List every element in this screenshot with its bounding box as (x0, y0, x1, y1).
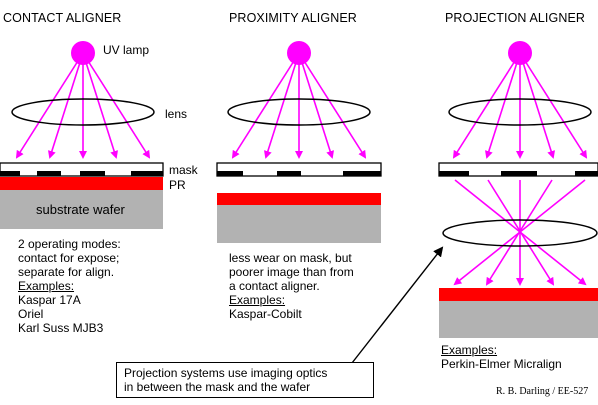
contact-rays (15, 52, 151, 159)
contact-example: Kaspar 17A (18, 293, 81, 307)
projection-rays-lower (453, 179, 587, 286)
contact-mask (0, 162, 164, 177)
proximity-aligner-title: PROXIMITY ALIGNER (229, 11, 357, 25)
contact-aligner (0, 41, 164, 229)
substrate-wafer-label: substrate wafer (36, 202, 125, 217)
contact-wafer (0, 190, 163, 229)
lens-icon (227, 98, 371, 126)
mask-label: mask (169, 163, 198, 177)
uv-lamp-icon (287, 41, 311, 65)
callout-line: Projection systems use imaging optics (124, 366, 328, 380)
proximity-examples-label: Examples: (229, 293, 286, 307)
lens-icon (11, 98, 155, 126)
contact-desc-line: contact for expose; (18, 251, 120, 265)
projection-lens-icon (442, 219, 598, 247)
contact-photoresist (0, 177, 163, 190)
callout-line: in between the mask and the wafer (124, 380, 311, 394)
uv-lamp-icon (71, 41, 95, 65)
callout-box: Projection systems use imaging optics in… (116, 362, 374, 398)
contact-desc-line: 2 operating modes: (18, 237, 121, 251)
proximity-aligner (216, 41, 382, 243)
contact-example: Oriel (18, 307, 44, 321)
proximity-desc-line: less wear on mask, but (229, 251, 352, 265)
credit-text: R. B. Darling / EE-527 (496, 386, 589, 397)
proximity-example: Kaspar-Cobilt (229, 307, 302, 321)
projection-wafer (439, 301, 598, 338)
projection-mask (438, 162, 598, 177)
proximity-desc-line: poorer image than from (229, 265, 354, 279)
projection-example: Perkin-Elmer Micralign (441, 357, 562, 371)
contact-desc-line: separate for align. (18, 265, 115, 279)
projection-aligner (438, 41, 598, 338)
contact-example: Karl Suss MJB3 (18, 321, 104, 335)
lens-icon (448, 98, 592, 126)
uv-lamp-icon (508, 41, 532, 65)
contact-aligner-title: CONTACT ALIGNER (3, 11, 122, 25)
projection-rays-upper (452, 52, 588, 159)
pr-label: PR (169, 178, 186, 192)
projection-aligner-title: PROJECTION ALIGNER (445, 11, 586, 25)
projection-examples-label: Examples: (441, 343, 498, 357)
uv-lamp-label: UV lamp (103, 43, 150, 57)
proximity-photoresist (217, 193, 381, 205)
proximity-mask (216, 162, 382, 177)
projection-photoresist (439, 288, 598, 301)
proximity-rays (231, 52, 367, 159)
proximity-desc-line: a contact aligner. (229, 279, 320, 293)
contact-examples-label: Examples: (18, 279, 75, 293)
callout-arrow (351, 246, 444, 364)
proximity-wafer (217, 205, 381, 243)
lens-label: lens (165, 107, 188, 121)
